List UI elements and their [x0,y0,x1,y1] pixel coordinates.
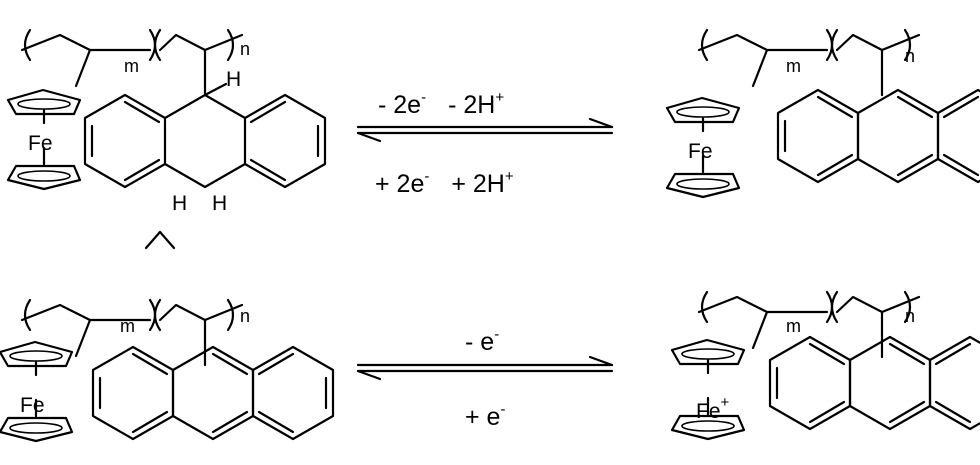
iron-atom-label: Fe [688,140,713,163]
anthracene-ring [91,345,335,441]
repeat-unit-m-label: m [786,316,801,336]
repeat-unit-m-label: m [120,316,135,336]
anthracene-ring [768,335,980,431]
repeat-unit-n-label: n [240,306,250,326]
iron-atom-label: Fe [20,394,45,417]
hydrogen-label: H [212,192,227,215]
cation-charge: + [721,394,730,411]
forward-condition-1: - 2e-- 2H+ [378,89,504,119]
equilibrium-arrow [356,355,614,381]
iron-atom-label: Fe [28,132,53,155]
repeat-unit-m-label: m [786,56,801,76]
repeat-unit-n-label: n [905,306,915,326]
forward-condition-2: - e- [465,326,499,356]
equilibrium-arrow [356,117,614,143]
reverse-condition-2: + e- [465,401,505,431]
hydrogen-label: H [226,68,241,91]
reactant-1-structure [6,28,327,250]
repeat-unit-n-label: n [905,46,915,66]
repeat-unit-m-label: m [124,56,139,76]
hydrogen-label: H [172,192,187,215]
iron-atom-label: Fe+ [696,394,730,423]
anthracene-ring [776,88,980,184]
reverse-condition-1: + 2e-+ 2H+ [375,168,514,198]
repeat-unit-n-label: n [240,39,250,59]
